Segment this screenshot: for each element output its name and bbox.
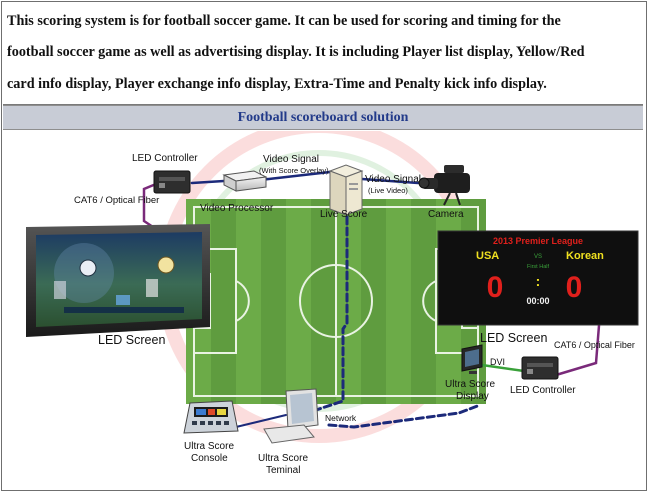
- intro-line-3: card info display, Player exchange info …: [7, 76, 547, 93]
- scoreboard-time: 00:00: [526, 296, 549, 306]
- live-score-label: Live Score: [320, 209, 368, 220]
- intro-text: This scoring system is for football socc…: [3, 4, 643, 105]
- intro-line-2: football soccer game as well as advertis…: [7, 44, 585, 61]
- led-screen-right-label: LED Screen: [480, 331, 547, 345]
- cat6-left-label: CAT6 / Optical Fiber: [74, 195, 159, 206]
- solution-diagram: LED Controller CAT6 / Optical Fiber Vide…: [4, 131, 644, 487]
- led-controller-right-device: [522, 357, 558, 379]
- cat6-right-label: CAT6 / Optical Fiber: [554, 340, 635, 350]
- ultra-score-display-label-2: Display: [456, 391, 489, 402]
- ultra-score-display-label-1: Ultra Score: [445, 379, 495, 390]
- section-title: Football scoreboard solution: [3, 105, 643, 130]
- ultra-score-console-device: [184, 401, 238, 433]
- video-signal-1-sub: (With Score Overlay): [259, 166, 329, 175]
- scoreboard-half: First Half: [527, 264, 549, 270]
- video-signal-1-label: Video Signal: [263, 154, 319, 165]
- scoreboard-away-score: 0: [566, 271, 583, 304]
- scoreboard-league: 2013 Premier League: [493, 236, 583, 246]
- terminal-label-1: Ultra Score: [258, 453, 308, 464]
- scoreboard-away-team: Korean: [566, 250, 604, 262]
- led-controller-top-label: LED Controller: [132, 153, 198, 164]
- scoreboard-vs: VS: [534, 254, 542, 260]
- led-screen-left-label: LED Screen: [98, 333, 165, 347]
- console-label-1: Ultra Score: [184, 441, 234, 452]
- intro-line-1: This scoring system is for football socc…: [7, 13, 561, 30]
- led-controller-right-label: LED Controller: [510, 385, 576, 396]
- console-label-2: Console: [191, 453, 228, 464]
- camera-label: Camera: [428, 209, 464, 220]
- scoreboard-home-team: USA: [476, 250, 499, 262]
- led-screen-left-device: [26, 224, 210, 337]
- network-label: Network: [325, 413, 357, 423]
- scoreboard-colon: :: [536, 273, 541, 289]
- terminal-label-2: Teminal: [266, 465, 300, 476]
- dvi-label: DVI: [490, 357, 505, 367]
- video-signal-2-label: Video Signal: [365, 174, 421, 185]
- live-score-pc-device: [330, 165, 362, 215]
- video-signal-2-sub: (Live Video): [368, 186, 408, 195]
- led-controller-top-device: [154, 171, 190, 193]
- video-processor-label: Video Processor: [200, 203, 274, 214]
- scoreboard-home-score: 0: [487, 271, 504, 304]
